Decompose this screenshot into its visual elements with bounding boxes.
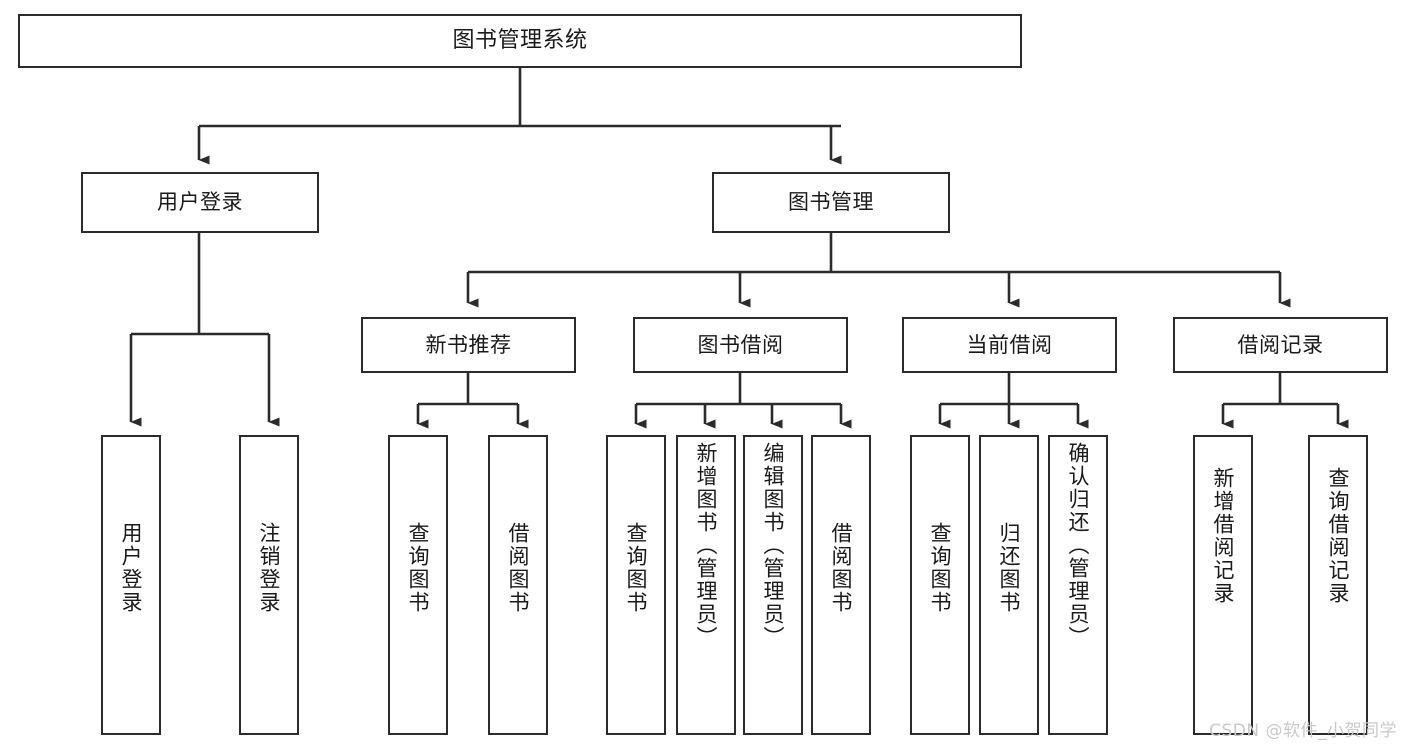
leaf-current-query-book-label: 查询图书: [928, 522, 953, 614]
leaf-new-book-query[interactable]: 查询图书: [388, 435, 448, 735]
leaf-borrow-query-book[interactable]: 查询图书: [606, 435, 666, 735]
leaf-borrow-edit-book-admin[interactable]: 编辑图书（管理员）: [743, 435, 803, 735]
leaf-new-book-query-label: 查询图书: [406, 522, 431, 614]
node-root[interactable]: 图书管理系统: [18, 14, 1022, 68]
leaf-current-confirm-return-admin-label: 确认归还（管理员）: [1066, 442, 1091, 649]
node-borrow-record-label: 借阅记录: [1237, 332, 1324, 357]
leaf-user-login-signin[interactable]: 用户登录: [101, 435, 161, 735]
node-book-management-label: 图书管理: [788, 190, 874, 215]
leaf-record-add-label: 新增借阅记录: [1211, 467, 1236, 605]
leaf-record-query-label: 查询借阅记录: [1326, 467, 1351, 605]
leaf-borrow-borrow-book-label: 借阅图书: [829, 522, 854, 614]
leaf-record-add[interactable]: 新增借阅记录: [1193, 435, 1253, 735]
node-book-borrow-label: 图书借阅: [697, 332, 784, 357]
leaf-borrow-edit-book-admin-label: 编辑图书（管理员）: [761, 442, 786, 649]
node-new-book-recommend[interactable]: 新书推荐: [361, 317, 576, 373]
node-book-borrow[interactable]: 图书借阅: [633, 317, 848, 373]
leaf-user-login-signout[interactable]: 注销登录: [239, 435, 299, 735]
leaf-current-query-book[interactable]: 查询图书: [910, 435, 970, 735]
leaf-current-confirm-return-admin[interactable]: 确认归还（管理员）: [1048, 435, 1108, 735]
leaf-borrow-add-book-admin-label: 新增图书（管理员）: [694, 442, 719, 649]
node-user-login[interactable]: 用户登录: [81, 172, 319, 233]
leaf-borrow-add-book-admin[interactable]: 新增图书（管理员）: [676, 435, 736, 735]
node-book-management[interactable]: 图书管理: [712, 172, 950, 233]
node-root-label: 图书管理系统: [452, 28, 588, 54]
leaf-new-book-borrow-label: 借阅图书: [506, 522, 531, 614]
leaf-new-book-borrow[interactable]: 借阅图书: [488, 435, 548, 735]
node-user-login-label: 用户登录: [157, 190, 243, 215]
leaf-user-login-signin-label: 用户登录: [119, 522, 144, 614]
leaf-current-return-book[interactable]: 归还图书: [979, 435, 1039, 735]
leaf-borrow-borrow-book[interactable]: 借阅图书: [811, 435, 871, 735]
node-current-borrow[interactable]: 当前借阅: [902, 317, 1117, 373]
watermark: CSDN @软件_小贺同学: [1209, 721, 1397, 741]
leaf-current-return-book-label: 归还图书: [997, 522, 1022, 614]
leaf-borrow-query-book-label: 查询图书: [624, 522, 649, 614]
node-new-book-recommend-label: 新书推荐: [425, 332, 512, 357]
leaf-user-login-signout-label: 注销登录: [257, 522, 282, 614]
node-borrow-record[interactable]: 借阅记录: [1173, 317, 1388, 373]
node-current-borrow-label: 当前借阅: [966, 332, 1053, 357]
leaf-record-query[interactable]: 查询借阅记录: [1308, 435, 1368, 735]
